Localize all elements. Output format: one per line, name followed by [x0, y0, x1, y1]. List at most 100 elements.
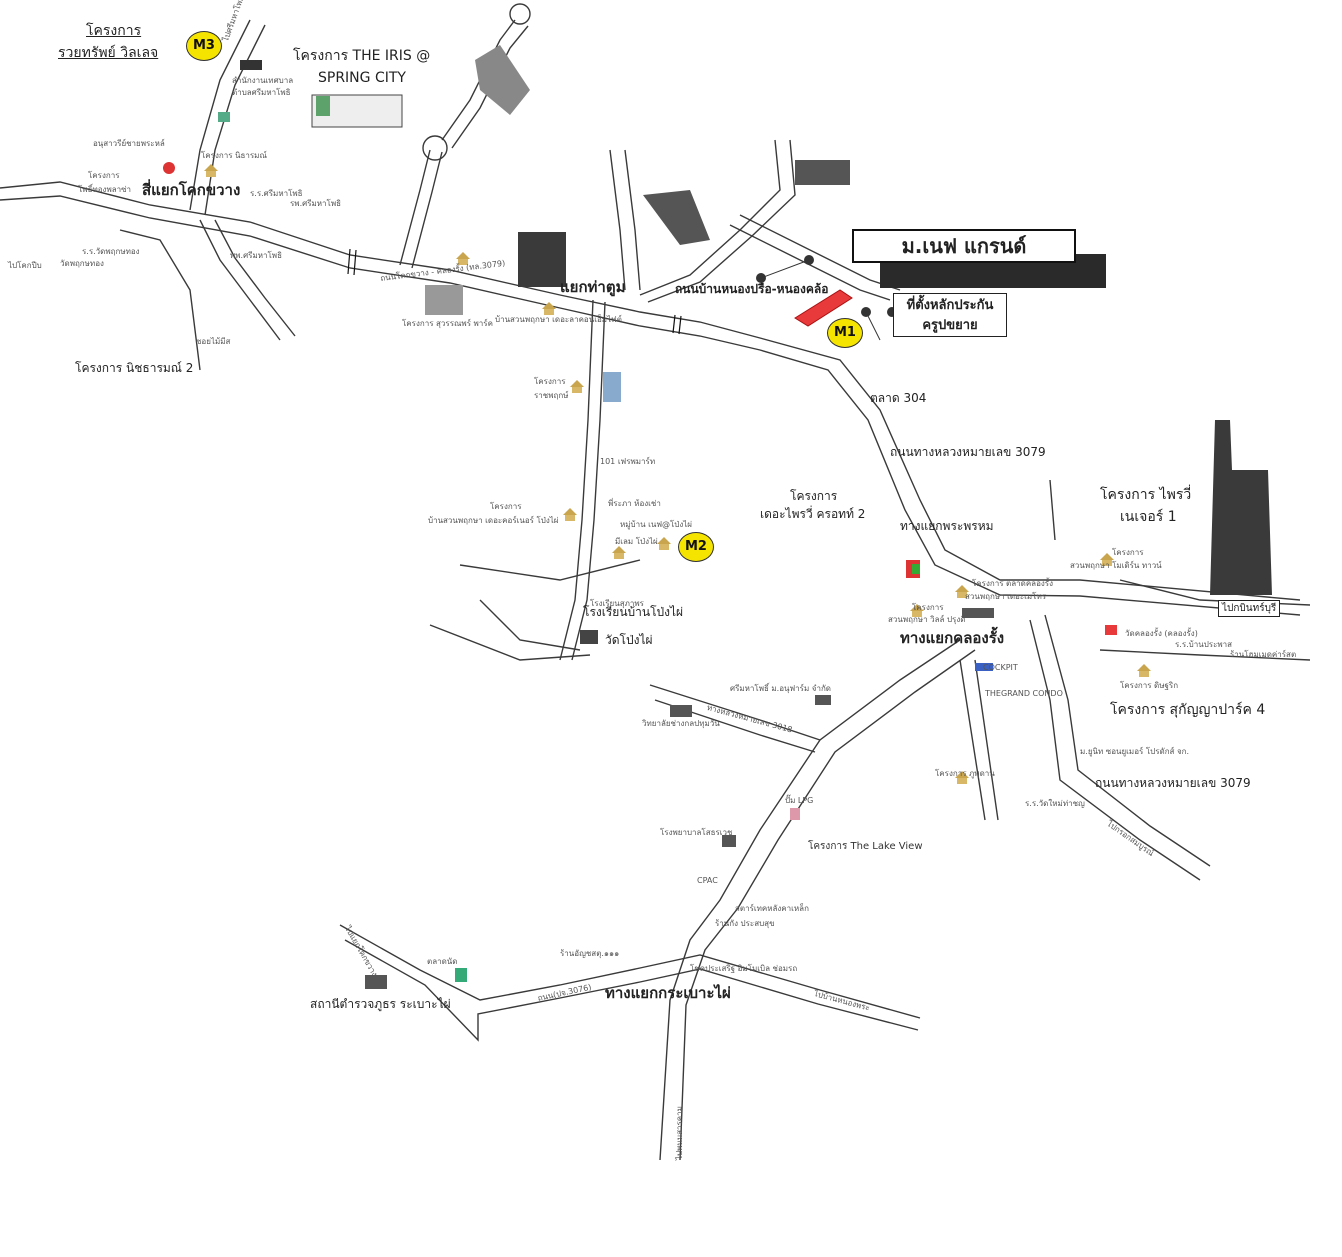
label-wat-phut-2: วัดพฤกษทอง — [60, 259, 104, 268]
label-proj-nitharom: โครงการ นิธารมณ์ — [201, 151, 267, 160]
badge-m1: M1 — [827, 318, 863, 348]
label-project-rayap-1: โครงการ — [86, 23, 142, 39]
m1-plot — [794, 289, 853, 327]
badge-m2: M2 — [678, 532, 714, 562]
label-proj-the-lake: โครงการ The Lake View — [808, 841, 923, 852]
hospital-icon — [722, 835, 736, 847]
label-proj-suan2-1: โครงการ — [912, 603, 944, 612]
market-icon — [455, 968, 467, 982]
label-school-ban-pong: โรงเรียนบ้านโป่งไผ่ — [583, 605, 684, 619]
label-school-market: โรงเรียนสุภาพร — [590, 599, 644, 608]
collateral-sub-label: ครูปขยาย — [922, 318, 978, 333]
house-icon — [955, 771, 969, 784]
label-villa-101: 101 เฟรพมาร์ท — [600, 457, 656, 466]
house-icon — [570, 380, 584, 393]
factory-icon — [815, 695, 831, 705]
label-to-phanom: ไปพนมสารคาม — [675, 1106, 684, 1160]
house-icon — [1100, 553, 1114, 566]
label-sri-chan: ศรีมหาโพธิ์ ม.อนุฟาร์ม จำกัด — [730, 684, 831, 693]
label-proj-suan-pruk-2: บ้านสวนพฤกษา เดอะคอร์เนอร์ โป่งไผ่ — [428, 516, 559, 525]
label-hospital: โรงพยาบาลโสธรเวช — [660, 828, 733, 837]
label-market: ตลาดนัด — [427, 957, 458, 966]
subdivisions — [311, 45, 1272, 618]
label-school-wat-mai: ร.ร.วัดใหม่ท่าชญ — [1025, 799, 1085, 808]
label-proj-ratch-1: โครงการ — [534, 377, 566, 386]
house-icon — [563, 508, 577, 521]
tech-icon — [670, 705, 692, 717]
label-proj-prive2-2: เดอะไพรวี่ ครอทท์ 2 — [760, 507, 866, 521]
label-proj-prive-2: เนเจอร์ 1 — [1120, 509, 1177, 525]
label-highway-3079b: ถนนทางหลวงหมายเลข 3079 — [1095, 776, 1251, 790]
label-proj-pusak: โครงการ ภูพุดาน — [935, 769, 995, 778]
house-icon — [1137, 664, 1151, 677]
collateral-location-box: ที่ตั้งหลักประกัน ครูปขยาย — [893, 293, 1007, 337]
label-mp-supply: ม.ยูนิท ซอนยูเมอร์ โปรดักส์ จก. — [1080, 747, 1190, 756]
label-proj-prive2-1: โครงการ — [790, 489, 838, 503]
label-proj-phothi-1: โครงการ — [88, 171, 120, 180]
lpg-icon — [790, 808, 800, 820]
label-hosp-sri: รพ.ศรีมหาโพธิ — [290, 199, 341, 208]
label-proj-suan: สวนพฤกษา เดอะเมโทร — [965, 592, 1047, 601]
label-wat-khlong: วัดคลองรั้ง (คลองรั้ง) — [1125, 629, 1198, 638]
label-to-khok-pip: ไปโคกปีบ — [8, 261, 42, 270]
label-lpg: ปั๊ม LPG — [785, 796, 814, 805]
label-si-yaek: สี่แยกโคกขวาง — [142, 181, 241, 199]
label-proj-sitthi: โครงการ ดิษฐริก — [1120, 681, 1179, 690]
project-block-suwan — [425, 285, 463, 315]
badge-m3: M3 — [186, 31, 222, 61]
office-icon — [240, 60, 262, 70]
label-soi-mai: ซอยไม้มีส — [196, 337, 231, 346]
project-block-tha-tum — [518, 232, 566, 287]
label-yaek-tha-tum: แยกท่าตูม — [560, 278, 626, 296]
label-phra: พี่ระภา ห้องเช่า — [608, 499, 661, 508]
house-icon — [204, 164, 218, 177]
label-project-rayap-2: รวยทรัพย์ วิลเลจ — [58, 45, 159, 61]
label-shop2: ร้านอัญชสตุ.๑๑๑ — [560, 949, 620, 958]
label-proj-ratch-2: ราชพฤกษ์ — [534, 391, 569, 400]
label-prasert: ร้านกัง ประสบสุข — [715, 919, 775, 928]
label-iris-1: โครงการ THE IRIS @ — [293, 48, 431, 64]
label-proj-suan-pruk-1: โครงการ — [490, 502, 522, 511]
sign-to-kabinburi: ไปกบินทร์บุรี — [1218, 600, 1281, 617]
label-milan: มีเลม โป่งไผ่ — [615, 537, 658, 546]
label-proj-phothi-2: โพธิ์ทองพลาซ่า — [78, 185, 132, 194]
label-phon-sri: พพ.ศรีมหาโพธิ — [230, 251, 282, 260]
label-iris-2: SPRING CITY — [318, 70, 406, 86]
road-kokkhwang-3079 — [0, 181, 1301, 601]
markers — [756, 255, 897, 341]
house-icon — [910, 604, 924, 617]
building-icon — [975, 663, 993, 671]
project-block-north — [475, 45, 530, 115]
label-road-nong-pru: ถนนบ้านหนองปรือ-หนองคล้อ — [675, 282, 829, 296]
school-icon — [218, 112, 230, 122]
house-icon — [542, 302, 556, 315]
project-block-phfruk — [795, 160, 850, 185]
label-nef-pong: หมู่บ้าน เนฟ@โป่งไผ่ — [620, 520, 692, 529]
label-proj-ban-suan: บ้านสวนพฤกษา เดอะลาคอนเอ็มไฟต์ — [495, 315, 622, 324]
project-block-prive — [1210, 420, 1272, 595]
label-grand-condo: THEGRAND CONDO — [985, 689, 1063, 698]
page-title: ม.เนฟ แกรนด์ — [852, 229, 1076, 263]
road-ticks — [347, 248, 682, 335]
label-junction-khlong-rang: ทางแยกคลองรั้ง — [900, 629, 1005, 647]
police-icon — [365, 975, 387, 989]
project-block-nearby — [643, 190, 710, 245]
label-junction-kabao-phai: ทางแยกกระเบาะไผ่ — [605, 984, 731, 1002]
wat-icon — [580, 630, 598, 644]
label-school-sri: ร.ร.ศรีมหาโพธิ — [250, 189, 303, 198]
label-police: สถานีตำรวจภูธร ระเบาะไผ่ — [310, 997, 451, 1011]
label-proj-tower: โครงการ ตลาดคลองรั้ง — [972, 579, 1053, 588]
label-tech-ban: วิทยาลัยช่างกลปทุมวัน — [642, 719, 720, 728]
label-office-muni-2: ตำบลศรีมหาโพธิ — [232, 88, 291, 97]
label-proj-sukanya: โครงการ สุกัญญาปาร์ค 4 — [1110, 702, 1266, 718]
house-icon — [657, 537, 671, 550]
label-shop: ร้านโฮมเมดค่าร์สต — [1230, 650, 1297, 659]
collateral-label: ที่ตั้งหลักประกัน — [906, 298, 994, 313]
label-cockpit: COCKPIT — [983, 663, 1018, 672]
label-sawat: สตาร์เทคหลังคาเหล็ก — [735, 904, 809, 913]
label-school-prachasat: ร.ร.บ้านประพาส — [1175, 640, 1233, 649]
label-proj-suwan: โครงการ สุวรรณพร์ พาร์ค — [402, 319, 493, 328]
label-junction-prapom: ทางแยกพระพรหม — [900, 519, 994, 533]
label-chok: โชคประเสริฐ อิมโมเบิล ช่อมรถ — [690, 964, 798, 973]
